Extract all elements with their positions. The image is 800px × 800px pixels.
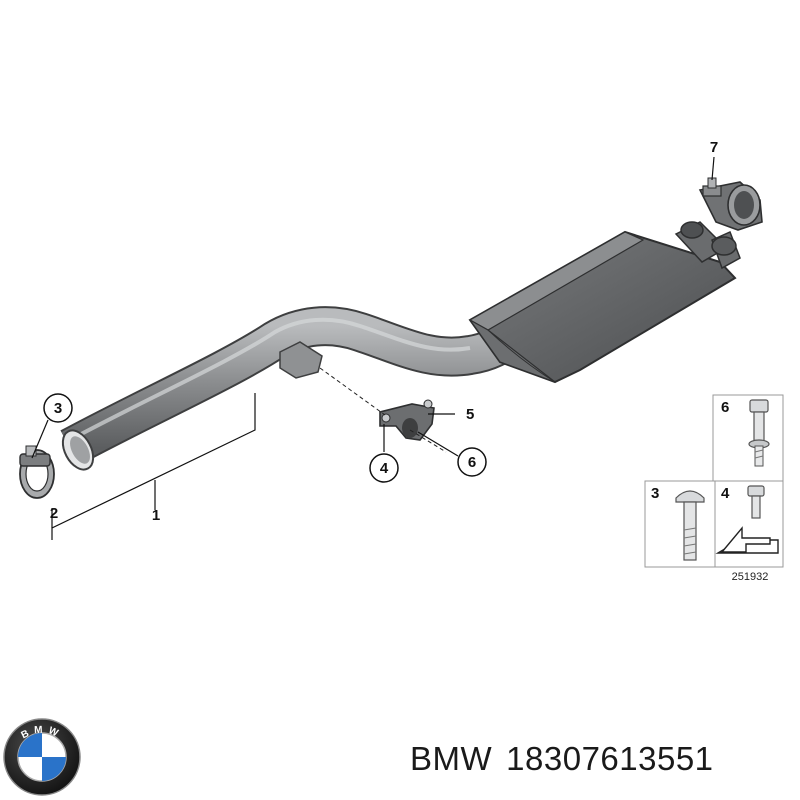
callout-1: 1 bbox=[152, 507, 160, 524]
bolt-4-icon bbox=[747, 485, 765, 519]
leader-lines bbox=[31, 156, 715, 540]
callout-1-label: 1 bbox=[152, 507, 160, 524]
callout-5: 5 bbox=[466, 406, 474, 423]
part-number: 18307613551 bbox=[506, 740, 714, 777]
brand-caption: BMW 18307613551 bbox=[410, 740, 790, 784]
callout-7: 7 bbox=[710, 139, 718, 156]
orientation-arrow-icon bbox=[715, 526, 779, 554]
callout-7-label: 7 bbox=[710, 139, 718, 156]
callout-2-label: 2 bbox=[50, 505, 58, 522]
rubber-mount-5 bbox=[379, 399, 435, 441]
bolt-6-icon bbox=[748, 399, 770, 467]
legend-6-label: 6 bbox=[721, 399, 729, 416]
brand-name: BMW bbox=[410, 740, 493, 777]
callout-5-label: 5 bbox=[466, 406, 474, 423]
callout-3-label: 3 bbox=[54, 400, 62, 417]
callout-3: 3 bbox=[43, 393, 73, 423]
bolt-3-icon bbox=[675, 490, 705, 561]
callout-6-label: 6 bbox=[468, 454, 476, 471]
bmw-logo: BMW bbox=[3, 718, 81, 796]
exhaust-clamp-7 bbox=[698, 177, 763, 231]
callout-6: 6 bbox=[457, 447, 487, 477]
legend-4-label: 4 bbox=[721, 485, 730, 502]
image-code: 251932 bbox=[732, 571, 769, 583]
legend-3-label: 3 bbox=[651, 485, 659, 502]
callout-4-label: 4 bbox=[380, 460, 389, 477]
center-exhaust-pipe bbox=[60, 306, 522, 471]
assembly-lines bbox=[319, 367, 447, 453]
callout-4: 4 bbox=[369, 453, 399, 483]
fastener-legend: 6 3 4 251932 bbox=[644, 394, 784, 583]
callout-2: 2 bbox=[50, 505, 58, 522]
exhaust-clamp-2 bbox=[19, 445, 55, 499]
rear-muffler bbox=[468, 221, 741, 384]
